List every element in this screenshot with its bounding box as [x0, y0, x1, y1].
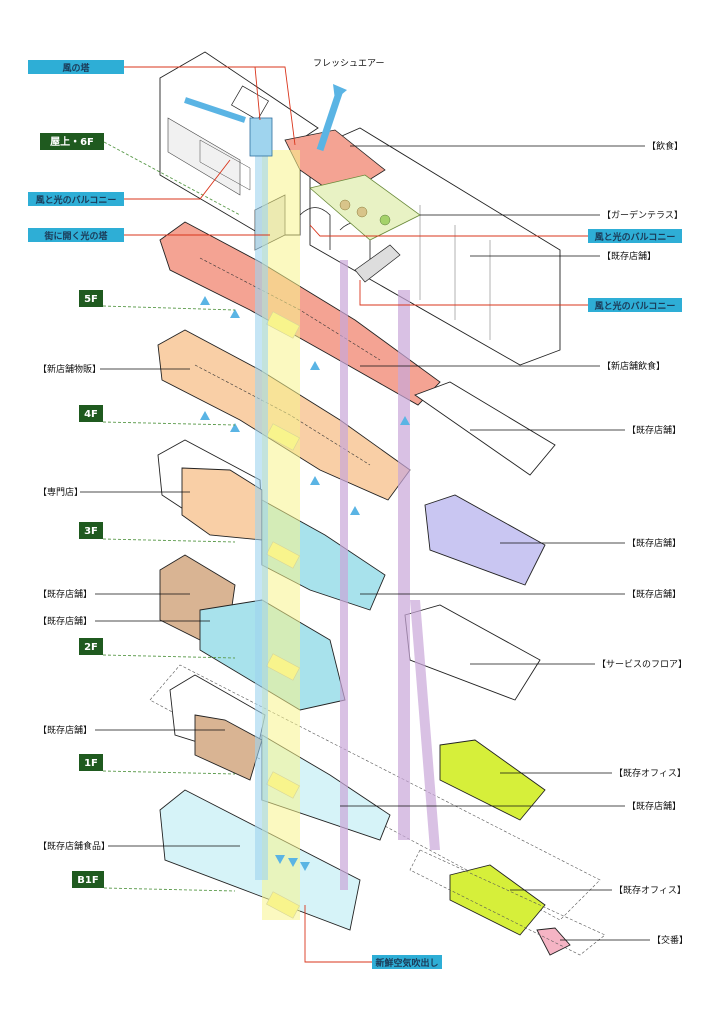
svg-text:【既存店舗】: 【既存店舗】 — [627, 800, 681, 812]
light-tower-shaft — [262, 150, 300, 920]
label-balcony-right1: 風と光のバルコニー — [309, 224, 682, 243]
callouts-right: 【飲食】 【ガーデンテラス】 【既存店舗】 【新店舗飲食】 【既存店舗】 【既存… — [340, 140, 688, 946]
svg-text:1F: 1F — [84, 758, 98, 769]
svg-text:【既存店舗】: 【既存店舗】 — [38, 724, 92, 736]
fresh-air-arrows — [184, 84, 347, 152]
svg-text:【ガーデンテラス】: 【ガーデンテラス】 — [602, 209, 683, 221]
floor-label-4f: 4F — [79, 405, 236, 426]
svg-text:【既存オフィス】: 【既存オフィス】 — [614, 884, 686, 896]
wind-tower-shaft — [249, 117, 273, 880]
airflow-arrows — [200, 296, 410, 871]
svg-text:3F: 3F — [84, 526, 98, 537]
svg-text:【既存店舗食品】: 【既存店舗食品】 — [38, 840, 110, 852]
svg-text:風と光のバルコニー: 風と光のバルコニー — [36, 194, 117, 206]
svg-text:5F: 5F — [84, 294, 98, 305]
svg-text:風と光のバルコニー: 風と光のバルコニー — [595, 231, 676, 243]
svg-text:【既存店舗】: 【既存店舗】 — [627, 588, 681, 600]
label-hikari-no-to: 街に開く光の塔 — [28, 228, 270, 242]
floor-label-roof: 屋上・6F — [40, 133, 241, 216]
label-kaze-no-to: 風の塔 — [28, 60, 296, 146]
floor-label-1f: 1F — [79, 754, 236, 775]
floor-label-5f: 5F — [79, 290, 236, 311]
label-balcony-right2: 風と光のバルコニー — [359, 280, 682, 312]
svg-text:【既存オフィス】: 【既存オフィス】 — [614, 767, 686, 779]
svg-text:新鮮空気吹出し: 新鮮空気吹出し — [375, 957, 438, 969]
label-balcony-left: 風と光のバルコニー — [28, 159, 231, 206]
floor-label-2f: 2F — [79, 638, 236, 659]
svg-text:風と光のバルコニー: 風と光のバルコニー — [595, 300, 676, 312]
label-fresh-outlet: 新鮮空気吹出し — [304, 905, 442, 969]
svg-text:【既存店舗】: 【既存店舗】 — [627, 424, 681, 436]
floor-label-b1f: B1F — [72, 871, 236, 892]
svg-text:4F: 4F — [84, 409, 98, 420]
svg-text:【既存店舗】: 【既存店舗】 — [38, 615, 92, 627]
floor-1f-plate — [149, 664, 601, 921]
rooftop-building — [159, 51, 561, 366]
svg-text:【飲食】: 【飲食】 — [647, 140, 683, 152]
purple-ducts — [340, 260, 440, 890]
svg-text:【既存店舗】: 【既存店舗】 — [627, 537, 681, 549]
floor-roof-text: 屋上・6F — [50, 135, 94, 148]
svg-text:【サービスのフロア】: 【サービスのフロア】 — [597, 659, 687, 670]
svg-text:【既存店舗】: 【既存店舗】 — [602, 250, 656, 262]
floor-label-3f: 3F — [79, 522, 236, 543]
svg-text:【新店舗飲食】: 【新店舗飲食】 — [602, 360, 665, 372]
callouts-left: 【新店舗物販】 【専門店】 【既存店舗】 【既存店舗】 【既存店舗】 【既存店舗… — [38, 363, 240, 852]
svg-text:フレッシュエアー: フレッシュエアー — [313, 59, 384, 69]
label-fresh-air: フレッシュエアー — [313, 59, 384, 69]
svg-text:街に開く光の塔: 街に開く光の塔 — [43, 230, 108, 242]
svg-text:風の塔: 風の塔 — [62, 62, 90, 74]
facade-window-grid — [167, 117, 241, 196]
svg-text:【既存店舗】: 【既存店舗】 — [38, 588, 92, 600]
svg-text:【交番】: 【交番】 — [652, 934, 688, 946]
svg-text:B1F: B1F — [77, 875, 98, 886]
svg-text:【新店舗物販】: 【新店舗物販】 — [38, 363, 101, 375]
svg-text:【専門店】: 【専門店】 — [38, 486, 83, 498]
svg-text:2F: 2F — [84, 642, 98, 653]
